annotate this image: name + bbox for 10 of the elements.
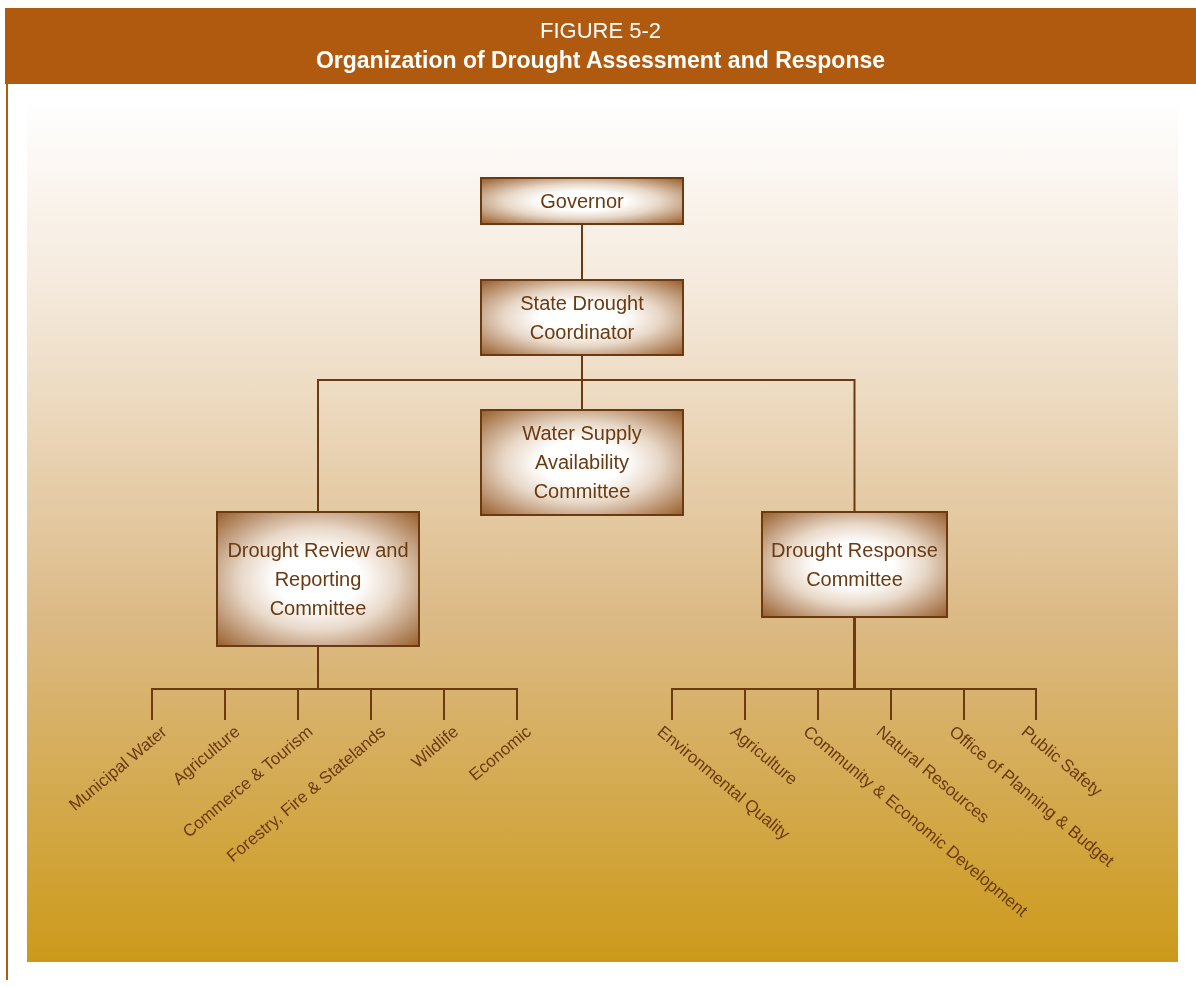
- figure-number: FIGURE 5-2: [540, 17, 661, 45]
- org-box: Water Supply Availability Committee: [480, 409, 684, 516]
- connector-line: [581, 224, 583, 280]
- org-box: Drought Response Committee: [761, 511, 948, 618]
- org-box: Drought Review and Reporting Committee: [216, 511, 420, 647]
- org-box: Governor: [480, 177, 684, 225]
- figure-title: Organization of Drought Assessment and Response: [315, 46, 886, 75]
- connector-line: [853, 617, 1037, 721]
- org-box: State Drought Coordinator: [480, 279, 684, 356]
- connector-line: [317, 646, 518, 721]
